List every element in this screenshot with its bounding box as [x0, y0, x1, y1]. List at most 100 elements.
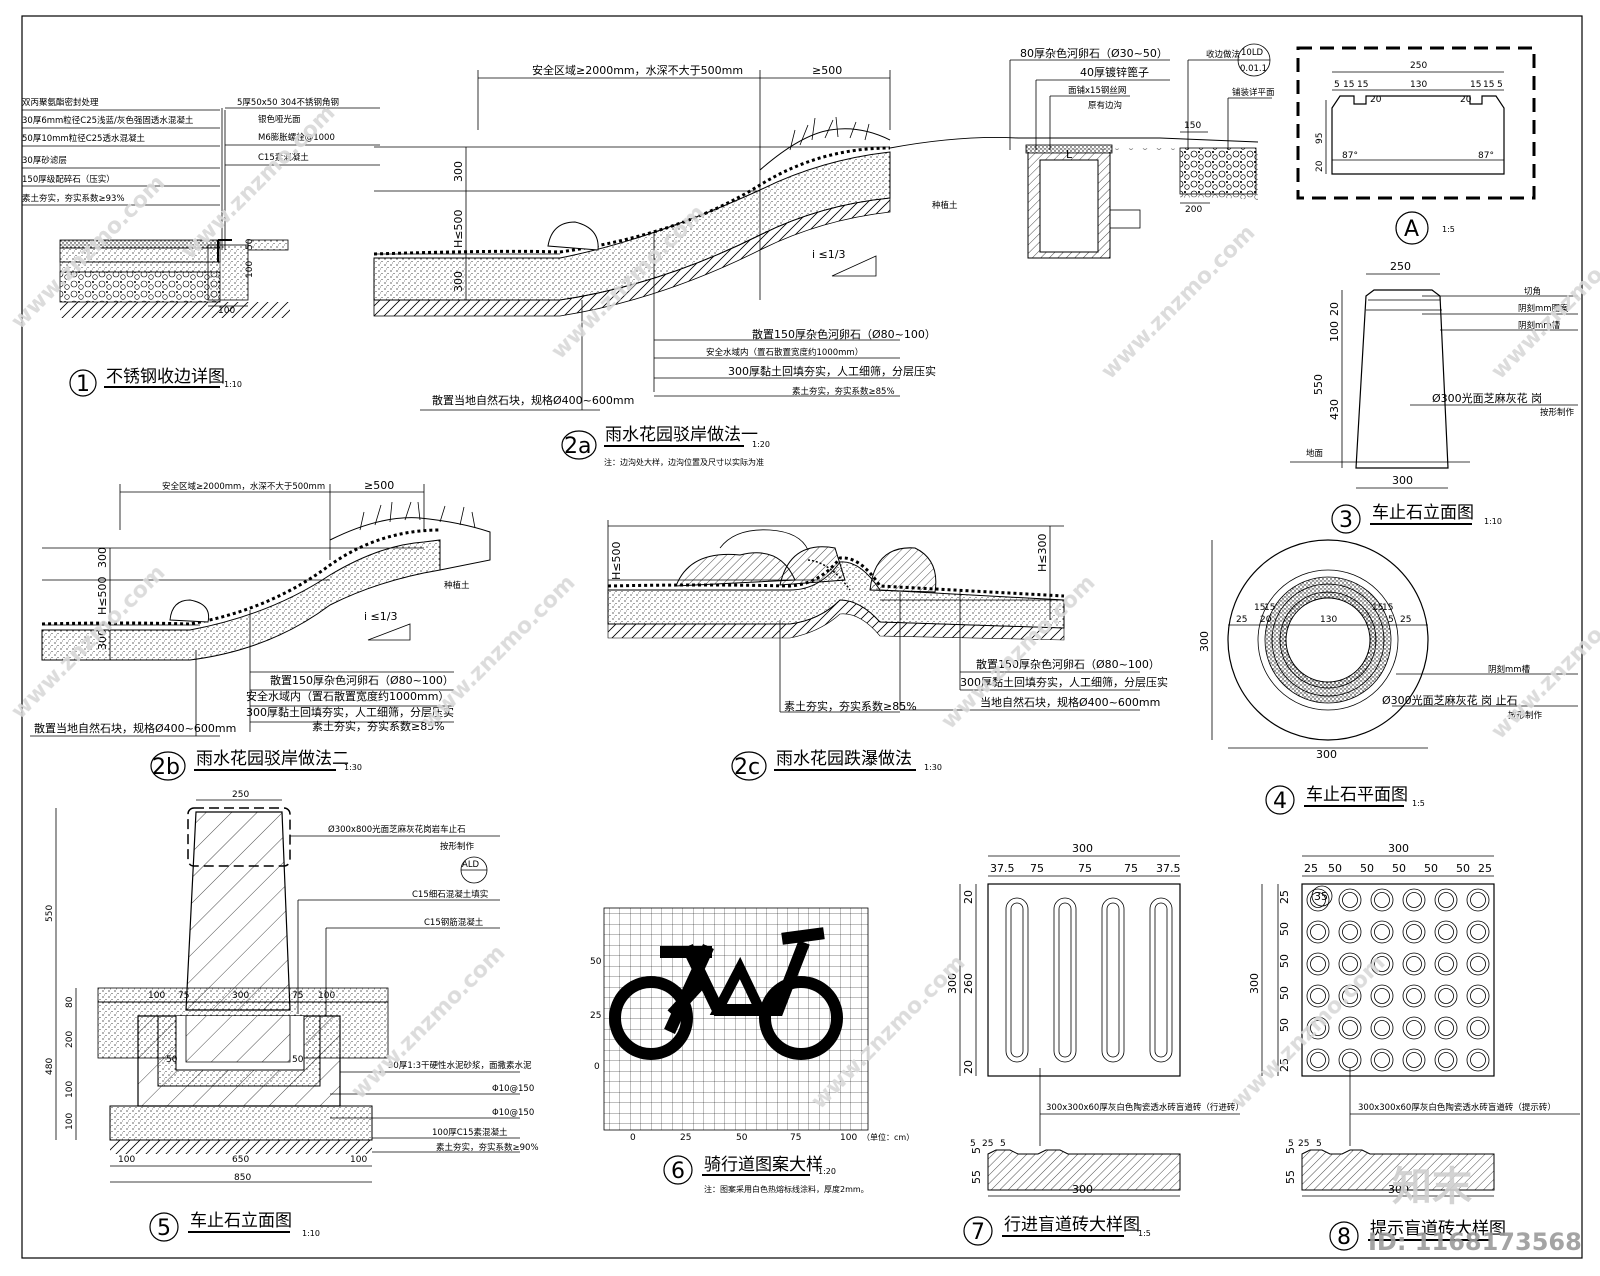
detail-7-guide-tile: 300 37.5 75 75 75 37.5 300 260 20 20 300…: [946, 842, 1244, 1246]
d8-dot-inner: [1342, 956, 1358, 972]
d8-dot: [1466, 1048, 1490, 1072]
t4-num: 4: [1273, 789, 1287, 814]
d1-right-4: C15素混凝土: [258, 152, 309, 163]
d8-dot: [1306, 1048, 1330, 1072]
d8-left: 300: [1248, 973, 1261, 994]
d8-dot-inner: [1406, 1020, 1422, 1036]
d8-dot: [1370, 888, 1394, 912]
d8-dot: [1466, 920, 1490, 944]
d4-label-3: 按形制作: [1508, 710, 1543, 721]
d2b-note-2: 安全水域内（置石散置宽度约1000mm）: [246, 689, 449, 703]
detail-2c-cascade: H≤500 H≤300 散置150厚杂色河卵石（Ø80~100） 300厚黏土回…: [607, 520, 1168, 781]
d8-dia: 35: [1314, 890, 1328, 903]
t1-scale: 1:10: [224, 380, 242, 389]
d8-dot-inner: [1342, 924, 1358, 940]
d5-label-3: C15细石混凝土填实: [412, 889, 488, 900]
d5-row-100b: 100: [318, 991, 335, 1001]
d4-dim-15b: 15: [1264, 603, 1275, 613]
t5-num: 5: [157, 1216, 171, 1241]
d8-sec-1: 5: [1288, 1139, 1294, 1149]
d8-sub-6: 50: [1456, 862, 1470, 875]
tA-num: A: [1404, 217, 1419, 242]
d4-dim-25b: 25: [1400, 615, 1411, 625]
dA-dim-250: 250: [1410, 61, 1427, 71]
d7-note: 300x300x60厚灰白色陶瓷透水砖盲道砖（行进砖）: [1046, 1102, 1244, 1113]
ditch-label-6: 铺装详平面: [1232, 87, 1275, 98]
d5-label-1: Ø300x800光面芝麻灰花岗岩车止石: [328, 824, 466, 835]
d7-left-outer: 300: [946, 973, 959, 994]
d8-sec-3: 5: [1316, 1139, 1322, 1149]
d5-bot-100b: 100: [350, 1155, 367, 1165]
d2b-left-note: 散置当地自然石块，规格Ø400~600mm: [34, 721, 236, 735]
d5-left-100b: 100: [65, 1113, 75, 1130]
d4-dim-15a: 15: [1254, 603, 1265, 613]
dA-dim-20b: 20: [1460, 95, 1472, 105]
d3-ground: 地面: [1306, 448, 1324, 459]
t2c-num: 2c: [734, 755, 760, 780]
dA-dim-15a: 15: [1343, 80, 1354, 90]
d3-top: 250: [1390, 260, 1411, 273]
d2c-note-2: 300厚黏土回填夯实，人工细筛，分层压实: [960, 675, 1168, 689]
t4-scale: 1:5: [1412, 799, 1425, 808]
d2b-slope: i ≤1/3: [364, 610, 397, 623]
d5-left-550: 550: [45, 905, 55, 922]
d1-right-3: M6膨胀螺栓@1000: [258, 132, 335, 143]
d8-dot: [1466, 984, 1490, 1008]
d8-sub-4: 50: [1392, 862, 1406, 875]
d1-layer-3: 50厚10mm粒径C25透水混凝土: [22, 133, 145, 144]
d5-top: 250: [232, 790, 249, 800]
t1-num: 1: [76, 372, 90, 397]
d8-dot-inner: [1438, 924, 1454, 940]
ditch-L: L: [1066, 148, 1073, 161]
d8-dot: [1338, 1016, 1362, 1040]
d8-dot-inner: [1406, 956, 1422, 972]
d8-dot-inner: [1310, 1020, 1326, 1036]
sheet-border: [21, 15, 1583, 1259]
d8-dot: [1402, 952, 1426, 976]
d8-dot-inner: [1406, 924, 1422, 940]
d8-left-sub-3: 50: [1278, 954, 1291, 968]
wm-brand: 知末: [1392, 1164, 1472, 1210]
d3-h4: 430: [1328, 399, 1341, 420]
d8-dot-inner: [1342, 988, 1358, 1004]
d8-dot-inner: [1406, 1052, 1422, 1068]
d2a-top-dim2: ≥500: [812, 64, 842, 77]
d8-dot-inner: [1310, 1052, 1326, 1068]
detail-1-stainless-edge: 双丙聚氨酯密封处理 30厚6mm粒径C25浅蓝/灰色强固透水混凝土 50厚10m…: [22, 97, 380, 397]
d8-dot: [1370, 952, 1394, 976]
d2a-note-2: 安全水域内（置石散置宽度约1000mm）: [706, 347, 863, 358]
d7-sec-h2: 55: [970, 1170, 983, 1184]
t4-title: 车止石平面图: [1306, 785, 1408, 805]
d2b-note-4: 素土夯实，夯实系数≥85%: [312, 719, 445, 733]
d2a-note-1: 散置150厚杂色河卵石（Ø80~100）: [752, 327, 936, 341]
d4-dim-20: 20: [1260, 615, 1272, 625]
d2b-note-1: 散置150厚杂色河卵石（Ø80~100）: [270, 673, 454, 687]
detail-5-bollard-section: 250 550 80 200 480 100 100 100 75 300 75…: [45, 790, 539, 1242]
d8-dot: [1338, 984, 1362, 1008]
detail-2b-bank-2: 安全区域≥2000mm，水深不大于500mm ≥500 300 H≤500 30…: [30, 479, 491, 781]
d8-dot: [1434, 984, 1458, 1008]
d5-left-100a: 100: [65, 1081, 75, 1098]
d8-dot-inner: [1310, 924, 1326, 940]
wm-9: www.znzmo.com: [1487, 580, 1600, 744]
d2b-h2: H≤500: [96, 577, 109, 615]
d5-label-5: 30厚1:3干硬性水泥砂浆，面撒素水泥: [388, 1060, 532, 1071]
d8-dot-inner: [1470, 988, 1486, 1004]
wm-4: www.znzmo.com: [1097, 220, 1261, 384]
d7-sec-w: 300: [1072, 1183, 1093, 1196]
dA-dim-5b: 5: [1497, 80, 1503, 90]
d8-dot: [1466, 952, 1490, 976]
d8-dot: [1338, 888, 1362, 912]
dA-angle2: 87°: [1478, 151, 1494, 161]
d8-dot-inner: [1438, 1052, 1454, 1068]
d8-dot-inner: [1470, 956, 1486, 972]
dA-dim-130: 130: [1410, 80, 1427, 90]
d2a-note-4: 素土夯实，夯实系数≥85%: [792, 386, 895, 397]
d8-dot-inner: [1374, 1052, 1390, 1068]
d1-dim-100a: 100: [245, 261, 255, 278]
d3-h3: 550: [1312, 374, 1325, 395]
t2a-num: 2a: [564, 434, 591, 459]
detail-2a-bank-1: 安全区域≥2000mm，水深不大于500mm ≥500 300 H≤500 30…: [373, 63, 958, 467]
d8-dot-inner: [1374, 924, 1390, 940]
d5-left-480: 480: [45, 1058, 55, 1075]
